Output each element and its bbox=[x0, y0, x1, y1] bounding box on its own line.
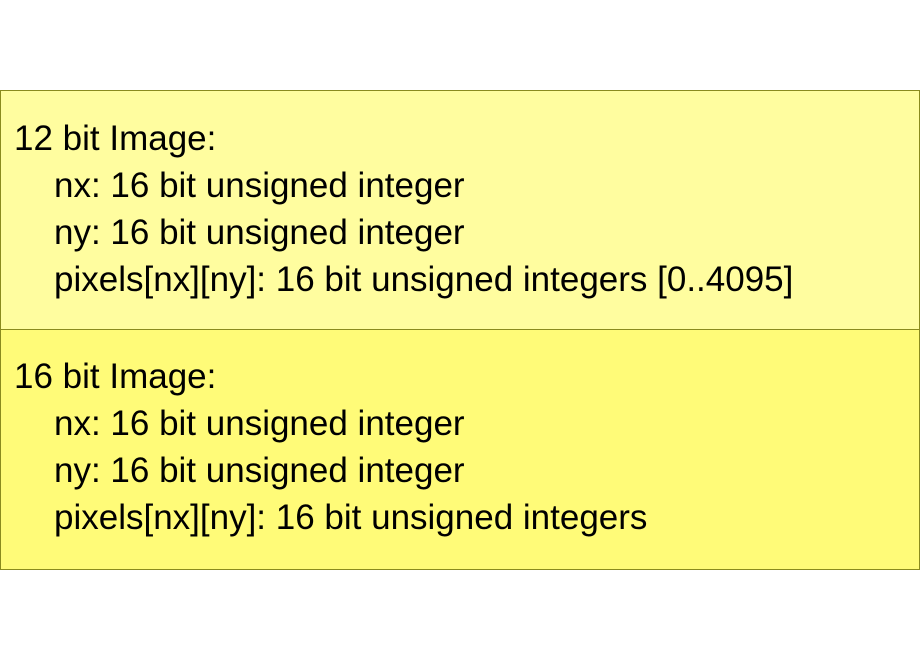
field-pixels: pixels[nx][ny]: 16 bit unsigned integers bbox=[54, 498, 648, 537]
box-title: 16 bit Image: bbox=[14, 357, 217, 396]
field-ny: ny: 16 bit unsigned integer bbox=[54, 451, 465, 490]
field-nx: nx: 16 bit unsigned integer bbox=[54, 404, 465, 443]
field-nx: nx: 16 bit unsigned integer bbox=[54, 166, 465, 205]
box-title: 12 bit Image: bbox=[14, 119, 217, 158]
image-format-diagram: 12 bit Image: nx: 16 bit unsigned intege… bbox=[0, 90, 920, 570]
twelve-bit-image-box: 12 bit Image: nx: 16 bit unsigned intege… bbox=[1, 91, 919, 330]
sixteen-bit-image-box: 16 bit Image: nx: 16 bit unsigned intege… bbox=[1, 330, 919, 569]
field-ny: ny: 16 bit unsigned integer bbox=[54, 213, 465, 252]
field-pixels: pixels[nx][ny]: 16 bit unsigned integers… bbox=[54, 260, 794, 299]
